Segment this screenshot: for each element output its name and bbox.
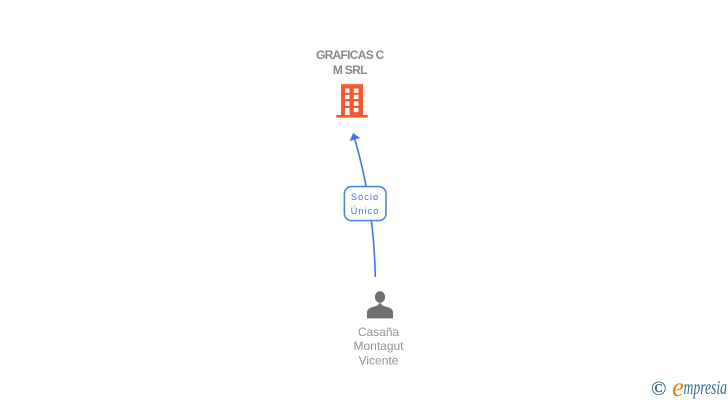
svg-text:M SRL: M SRL	[333, 63, 367, 77]
svg-text:Montagut: Montagut	[353, 339, 404, 353]
svg-text:Vicente: Vicente	[359, 354, 399, 368]
svg-text:Único: Único	[351, 206, 380, 216]
svg-text:e: e	[672, 372, 684, 400]
svg-text:mpresia: mpresia	[684, 377, 728, 399]
svg-text:©: ©	[651, 378, 666, 400]
svg-text:GRAFICAS C: GRAFICAS C	[316, 48, 385, 62]
svg-text:Casaña: Casaña	[358, 325, 400, 339]
svg-text:Socio: Socio	[351, 192, 379, 202]
